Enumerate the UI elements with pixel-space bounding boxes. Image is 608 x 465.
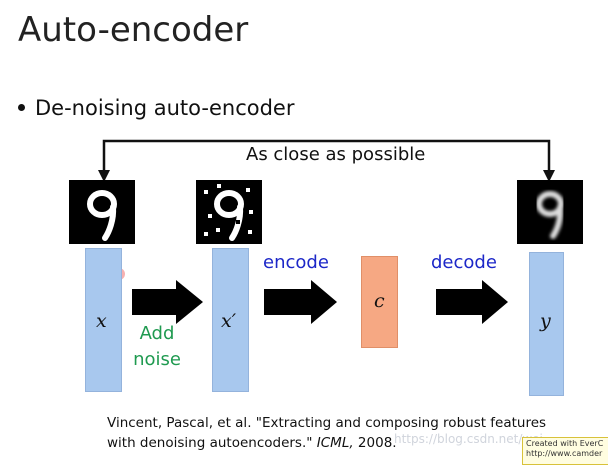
citation-line-1: Vincent, Pascal, et al. "Extracting and … — [107, 415, 547, 431]
citation-text: with denoising autoencoders." — [107, 435, 317, 451]
x-prime-label: x′ — [221, 310, 237, 332]
stamp-line-2: http://www.camder — [526, 449, 603, 458]
stamp-line-1: Created with EverC — [526, 439, 604, 448]
input-vector-x — [85, 248, 122, 392]
add-noise-label: Add noise — [131, 321, 183, 373]
arrow-add-noise-icon — [132, 280, 203, 324]
citation: Vincent, Pascal, et al. "Extracting and … — [107, 413, 546, 453]
arrow-encode-icon — [264, 280, 337, 324]
decode-label: decode — [431, 252, 497, 273]
watermark: https://blog.csdn.net/wei... — [394, 432, 555, 446]
arrow-decode-icon — [436, 280, 508, 324]
encode-label: encode — [263, 252, 329, 273]
x-label: x — [96, 310, 107, 332]
down-arrow-right-icon — [543, 170, 555, 182]
add-noise-line-2: noise — [133, 349, 181, 370]
noisy-vector-x-prime — [212, 248, 249, 392]
as-close-as-possible-label: As close as possible — [246, 144, 426, 165]
citation-year: 2008. — [353, 435, 397, 451]
bullet-text: De-noising auto-encoder — [35, 96, 295, 120]
down-arrow-left-icon — [98, 170, 110, 182]
bullet-point: De-noising auto-encoder — [18, 96, 295, 120]
bullet-dot-icon — [18, 103, 25, 111]
c-label: c — [374, 290, 385, 312]
y-label: y — [540, 310, 551, 332]
citation-venue: ICML, — [316, 435, 354, 451]
citation-line-2: with denoising autoencoders." ICML, 2008… — [107, 433, 546, 453]
output-vector-y — [529, 252, 564, 396]
slide-title: Auto-encoder — [18, 10, 249, 50]
add-noise-line-1: Add — [139, 323, 175, 344]
output-digit-image — [517, 180, 583, 244]
code-vector-c — [361, 256, 398, 348]
input-digit-image — [69, 180, 135, 244]
created-with-stamp: Created with EverC http://www.camder — [522, 437, 608, 465]
noisy-digit-image — [196, 180, 262, 244]
